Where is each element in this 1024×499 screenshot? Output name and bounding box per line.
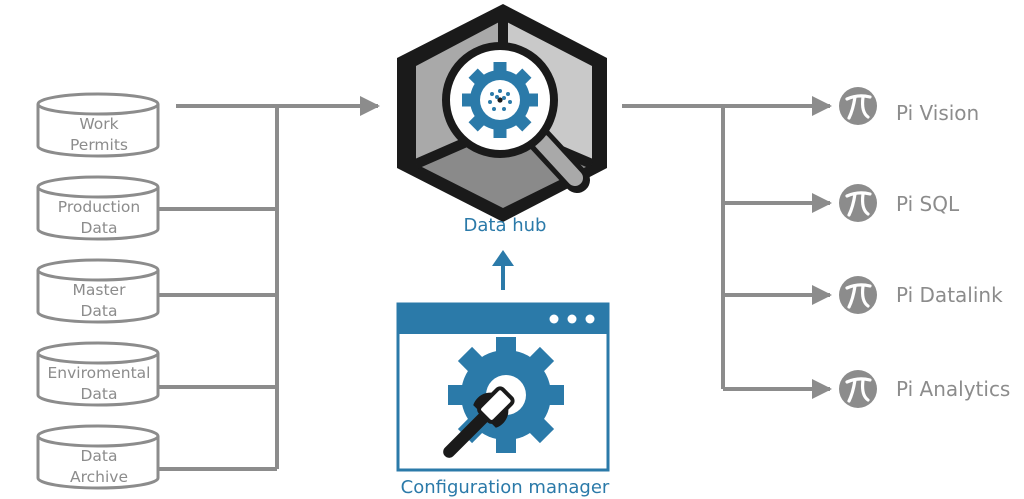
config-to-hub-arrow (492, 250, 514, 290)
source-label-production-data: Production Data (38, 197, 160, 239)
database-cylinder-icon (36, 341, 160, 407)
source-label-enviromental-data: Enviromental Data (38, 363, 160, 405)
source-label-data-archive: Data Archive (38, 446, 160, 488)
pi-logo-icon (839, 87, 877, 125)
source-label-master-data: Master Data (38, 280, 160, 322)
pi-logo-icon (839, 370, 877, 408)
database-cylinder-icon (36, 92, 160, 158)
window-gear-wrench-icon (396, 302, 610, 472)
source-line-1: Data (80, 447, 118, 465)
source-line-2: Archive (70, 468, 128, 486)
source-line-2: Data (80, 302, 118, 320)
database-cylinder-icon (36, 175, 160, 241)
source-line-1: Master (72, 281, 126, 299)
source-bus (158, 108, 279, 471)
target-label-pi-datalink: Pi Datalink (896, 283, 1003, 307)
pi-logo-icon (839, 276, 877, 314)
pi-logo-icon (839, 184, 877, 222)
hub-label: Data hub (463, 215, 547, 236)
magnifier-gear-icon (397, 4, 607, 222)
source-databases (36, 92, 160, 490)
source-line-2: Data (80, 219, 118, 237)
target-label-pi-sql: Pi SQL (896, 192, 960, 216)
source-line-1: Work (79, 115, 119, 133)
config-manager-label: Configuration manager (400, 477, 610, 498)
source-line-1: Enviromental (47, 364, 151, 382)
source-line-1: Production (57, 198, 141, 216)
database-cylinder-icon (36, 424, 160, 490)
database-cylinder-icon (36, 258, 160, 324)
target-label-pi-analytics: Pi Analytics (896, 377, 1011, 401)
source-label-work-permits: Work Permits (38, 114, 160, 156)
source-line-2: Permits (70, 136, 128, 154)
pi-logo-icons (839, 87, 877, 408)
target-label-pi-vision: Pi Vision (896, 101, 980, 125)
source-line-2: Data (80, 385, 118, 403)
